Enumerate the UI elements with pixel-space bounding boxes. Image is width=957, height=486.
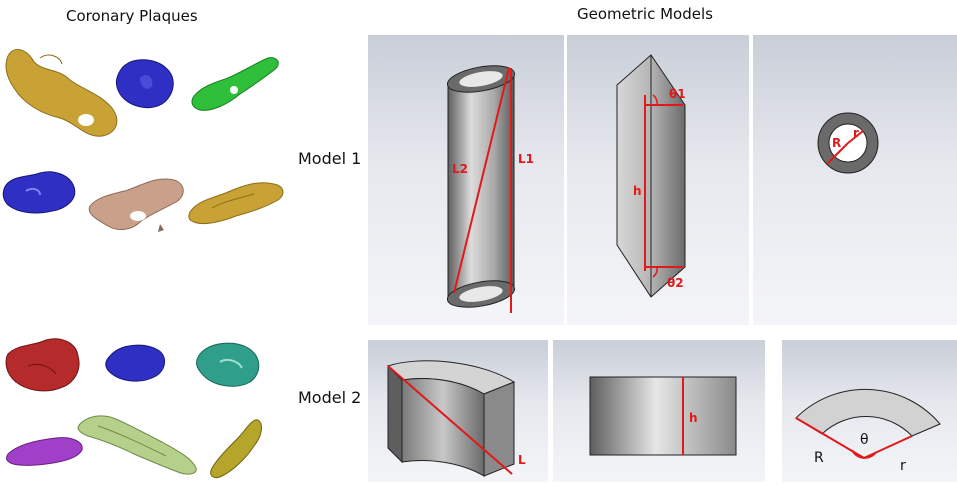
- plaque-pink: [88, 178, 184, 232]
- plaque-olive: [210, 419, 262, 479]
- model1-theta1-annotation: θ1: [669, 87, 686, 101]
- model2-theta-annotation: θ: [860, 432, 869, 448]
- model1-cross-section-panel: R r: [753, 35, 957, 325]
- model1-h-annotation: h: [633, 184, 642, 198]
- plaque-red: [5, 338, 80, 392]
- model2-iso-view-panel: L: [368, 340, 548, 482]
- plaque-blue-3: [105, 344, 165, 382]
- plaque-gold-large: [5, 48, 118, 137]
- model2-R-annotation: R: [814, 450, 824, 466]
- plaque-gold-small: [188, 182, 284, 225]
- model2-front-view-panel: h: [553, 340, 765, 482]
- plaque-light-green: [77, 415, 197, 475]
- model2-L-annotation: L: [518, 453, 526, 467]
- model1-r-annotation: r: [853, 126, 859, 140]
- model1-side-view: L2 L1: [446, 65, 534, 313]
- plaque-blue-1: [115, 59, 174, 109]
- geometric-models-heading: Geometric Models: [577, 5, 713, 23]
- model-2-label: Model 2: [298, 388, 362, 407]
- model2-cross-section: θ R r: [795, 388, 941, 474]
- model1-l2-annotation: L2: [452, 162, 468, 176]
- model1-R-annotation: R: [832, 136, 841, 150]
- plaque-green: [191, 57, 279, 111]
- model2-cross-section-panel: θ R r: [782, 340, 957, 482]
- plaque-blue-2: [2, 171, 76, 214]
- model1-theta2-annotation: θ2: [667, 276, 684, 290]
- model2-r-annotation: r: [900, 458, 906, 474]
- model1-side-view-panel: L2 L1: [368, 35, 564, 325]
- model1-cross-section: R r: [817, 112, 879, 174]
- model1-front-view: θ1 h θ2: [616, 54, 686, 298]
- plaque-teal: [196, 342, 260, 387]
- model2-h-annotation: h: [689, 411, 698, 425]
- model1-front-view-panel: θ1 h θ2: [567, 35, 749, 325]
- coronary-plaques-heading: Coronary Plaques: [66, 7, 198, 25]
- model2-front-view: h: [589, 376, 737, 456]
- plaque-purple: [6, 437, 83, 466]
- model1-l1-annotation: L1: [518, 152, 534, 166]
- model2-iso-view: L: [387, 360, 526, 477]
- model-1-label: Model 1: [298, 149, 362, 168]
